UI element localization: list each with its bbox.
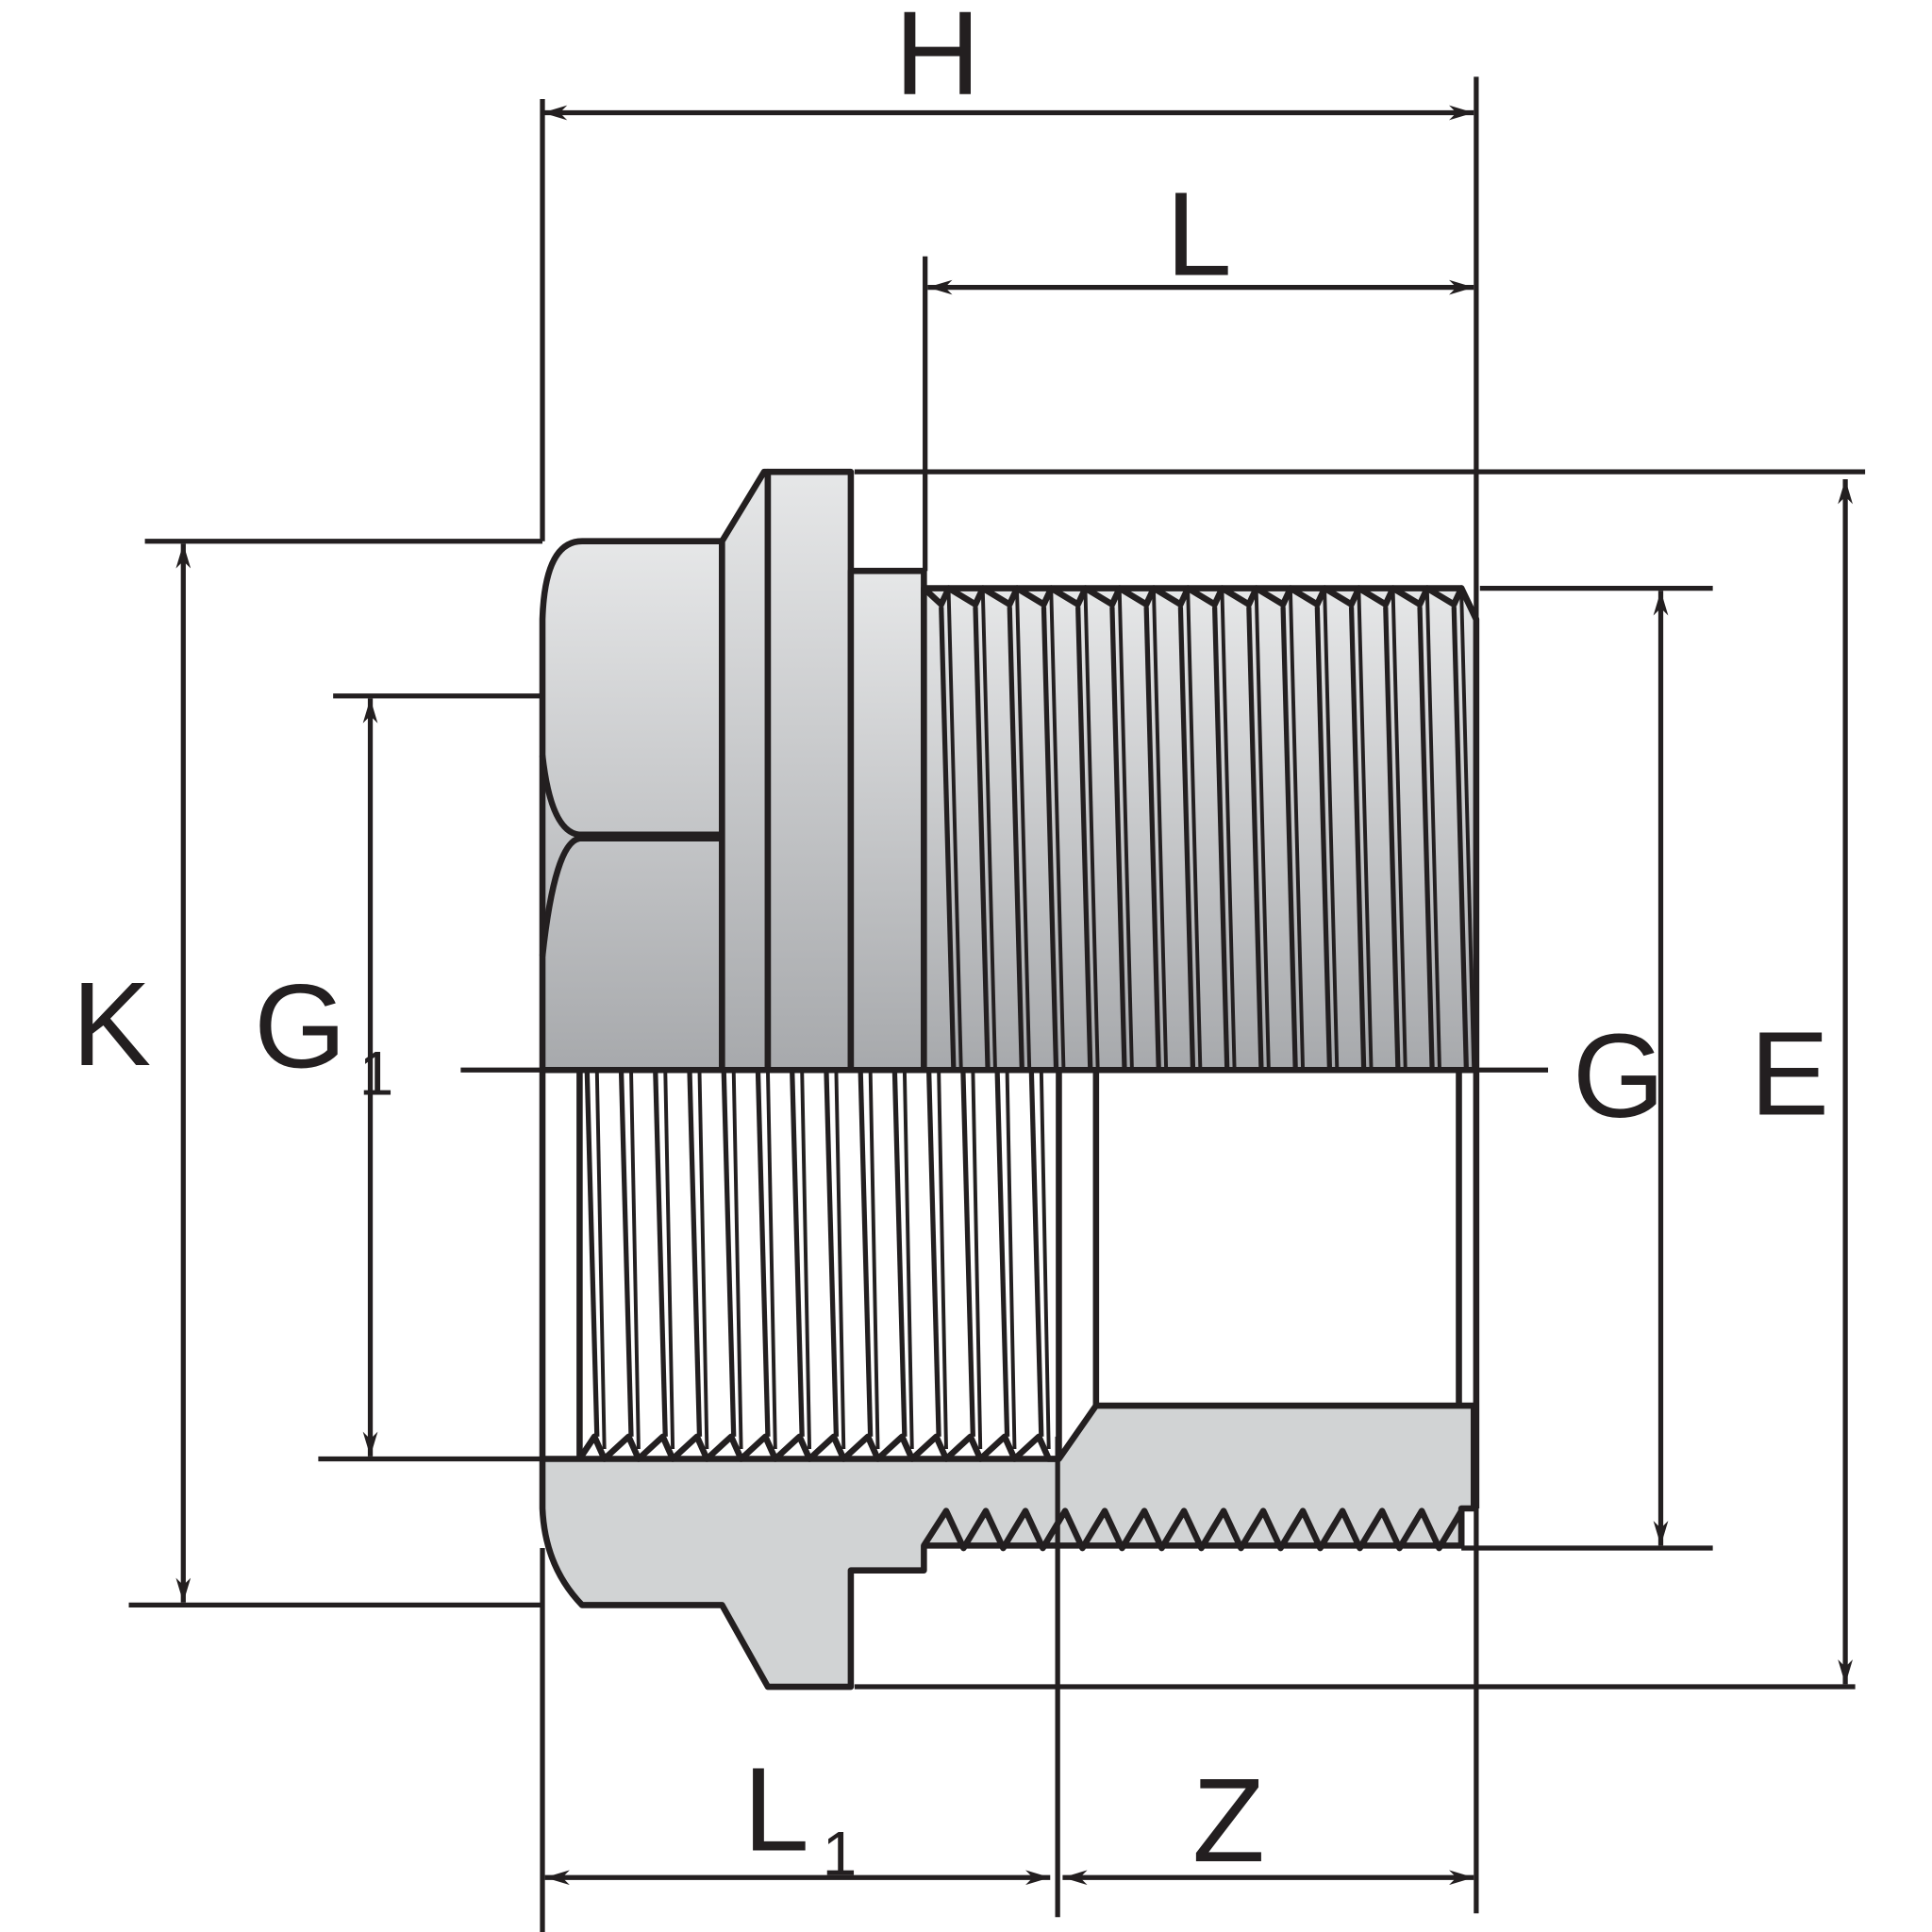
thread-line (1280, 607, 1298, 1071)
thread-line (1288, 591, 1306, 1071)
thread-line (687, 1070, 703, 1437)
extension-lines (128, 76, 1866, 1932)
thread-line (618, 1070, 634, 1437)
flange-chamfer (719, 468, 772, 1074)
thread-line (653, 1070, 668, 1437)
thread-line (980, 591, 997, 1071)
thread-line (858, 1070, 874, 1437)
label-L1: L (743, 1742, 809, 1875)
body-collar (847, 567, 927, 1074)
label-E: E (1750, 1008, 1829, 1141)
thread-line (960, 1070, 975, 1437)
thread-line (973, 607, 991, 1071)
thread-line (937, 1070, 948, 1450)
section-outline (539, 1070, 1480, 1509)
thread-line (1039, 1070, 1051, 1450)
thread-line (1083, 591, 1100, 1071)
label-G1-subscript: 1 (359, 1040, 394, 1108)
thread-line (663, 1070, 675, 1450)
male-thread-lines (922, 585, 1479, 1071)
hex-nut (539, 538, 725, 1074)
thread-line (1177, 607, 1196, 1071)
thread-line (1391, 591, 1407, 1071)
thread-line (922, 585, 1479, 621)
lower-section (539, 1070, 1480, 1690)
thread-line (1314, 607, 1333, 1071)
label-L: L (1166, 167, 1232, 300)
thread-line (576, 1433, 1059, 1462)
thread-line (765, 1070, 777, 1450)
label-Z: Z (1192, 1754, 1265, 1887)
thread-line (1459, 591, 1476, 1071)
thread-line (1049, 591, 1066, 1071)
thread-line (971, 1070, 983, 1450)
thread-line (1109, 607, 1127, 1071)
label-G: G (1573, 1009, 1665, 1142)
thread-line (925, 1070, 941, 1437)
internal-thread-lines (576, 1070, 1059, 1462)
thread-line (1041, 607, 1059, 1071)
thread-line (1007, 607, 1024, 1071)
thread-line (731, 1070, 743, 1450)
thread-line (939, 607, 957, 1071)
thread-line (994, 1070, 1010, 1437)
thread-line (584, 1070, 600, 1437)
thread-line (800, 1070, 812, 1450)
thread-line (1075, 607, 1093, 1071)
thread-line (1246, 607, 1264, 1071)
thread-line (1348, 607, 1367, 1071)
thread-line (1254, 591, 1271, 1071)
label-K: K (72, 958, 151, 1091)
thread-line (697, 1070, 709, 1450)
thread-line (1357, 591, 1374, 1071)
thread-line (1005, 1070, 1017, 1450)
thread-line (946, 591, 963, 1071)
thread-line (1220, 591, 1237, 1071)
thread-line (824, 1070, 840, 1437)
thread-line (891, 1070, 908, 1437)
thread-line (834, 1070, 846, 1450)
thread-line (1186, 591, 1203, 1071)
thread-line (1143, 607, 1161, 1071)
thread-line (868, 1070, 880, 1450)
thread-line (629, 1070, 641, 1450)
thread-line (1015, 591, 1032, 1071)
thread-line (1383, 607, 1401, 1071)
upper-view (539, 468, 1480, 1074)
flange (764, 468, 855, 1074)
thread-line (1117, 591, 1134, 1071)
thread-line (1028, 1070, 1044, 1437)
thread-line (1323, 591, 1340, 1071)
thread-line (594, 1070, 607, 1450)
thread-line (790, 1070, 805, 1437)
thread-line (1417, 607, 1435, 1071)
thread-line (1152, 591, 1169, 1071)
thread-line (1451, 607, 1470, 1071)
thread-line (721, 1070, 737, 1437)
thread-line (1211, 607, 1230, 1071)
thread-line (902, 1070, 914, 1450)
label-L1-subscript: 1 (823, 1820, 858, 1889)
thread-line (1424, 591, 1441, 1071)
label-G1: G (254, 960, 346, 1093)
male-thread-profile-section (921, 1507, 1465, 1552)
hex-flat-line (539, 755, 723, 957)
thread-line (755, 1070, 771, 1437)
label-H: H (894, 0, 980, 120)
